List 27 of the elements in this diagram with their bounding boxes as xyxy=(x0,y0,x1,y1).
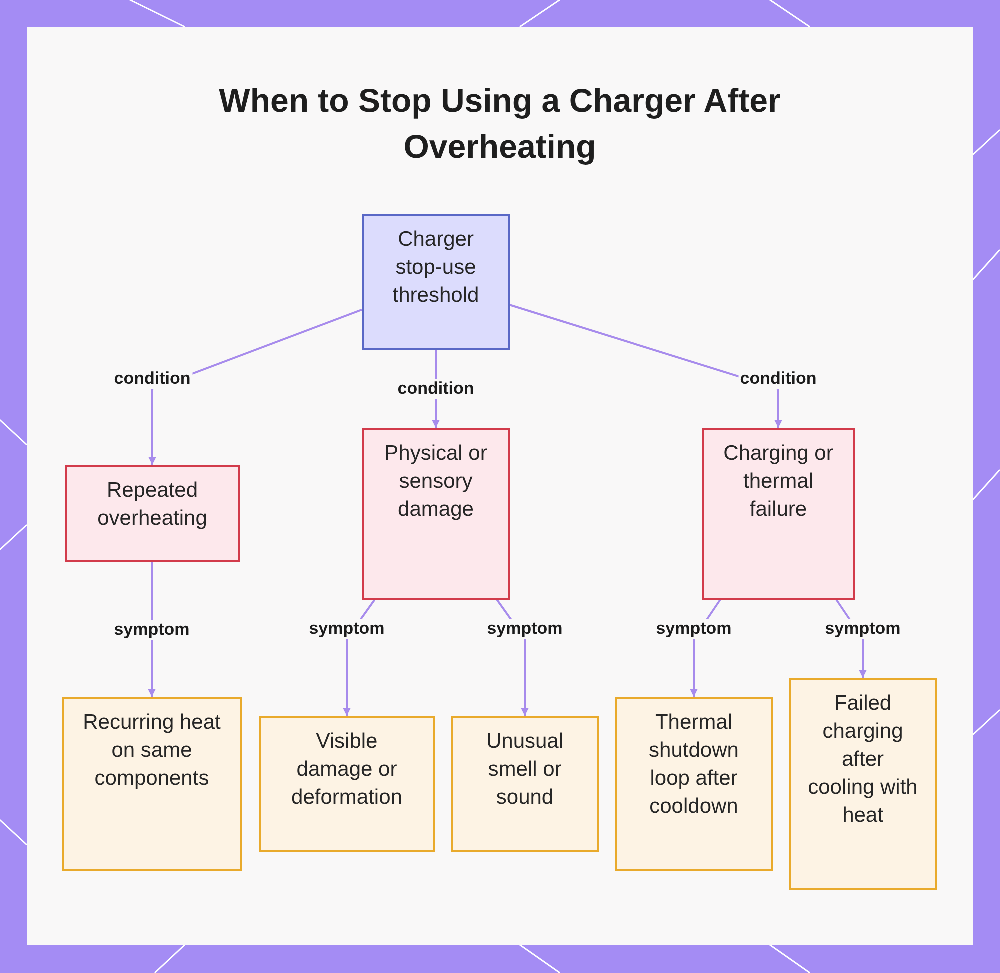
edge-label: symptom xyxy=(485,619,565,639)
process-box xyxy=(702,428,855,600)
node-text: Repeated overheating xyxy=(96,478,208,532)
process-box xyxy=(362,214,510,350)
node-text: Physical or sensory damage xyxy=(384,441,488,523)
process-box xyxy=(362,428,510,600)
node-text: Recurring heat on same components xyxy=(82,710,222,792)
edge-label: symptom xyxy=(654,619,734,639)
process-box xyxy=(65,465,240,562)
node-text: Charging or thermal failure xyxy=(722,441,834,523)
edge-label: condition xyxy=(396,379,476,399)
process-box xyxy=(451,716,599,852)
node-text: Thermal shutdown loop after cooldown xyxy=(648,710,740,820)
edge-label: symptom xyxy=(307,619,387,639)
node-text: Failed charging after cooling with heat xyxy=(807,691,919,829)
process-box xyxy=(789,678,937,890)
edge-label: symptom xyxy=(823,619,903,639)
edge-label: condition xyxy=(112,369,193,389)
node-text: Visible damage or deformation xyxy=(290,729,404,811)
process-box xyxy=(615,697,773,871)
process-box xyxy=(259,716,435,852)
edge-label: condition xyxy=(738,369,819,389)
edge-label: symptom xyxy=(112,620,192,640)
title: When to Stop Using a Charger After Overheating xyxy=(218,81,782,167)
process-box xyxy=(62,697,242,871)
node-text: Unusual smell or sound xyxy=(485,729,565,811)
node-text: Charger stop-use threshold xyxy=(392,227,480,309)
